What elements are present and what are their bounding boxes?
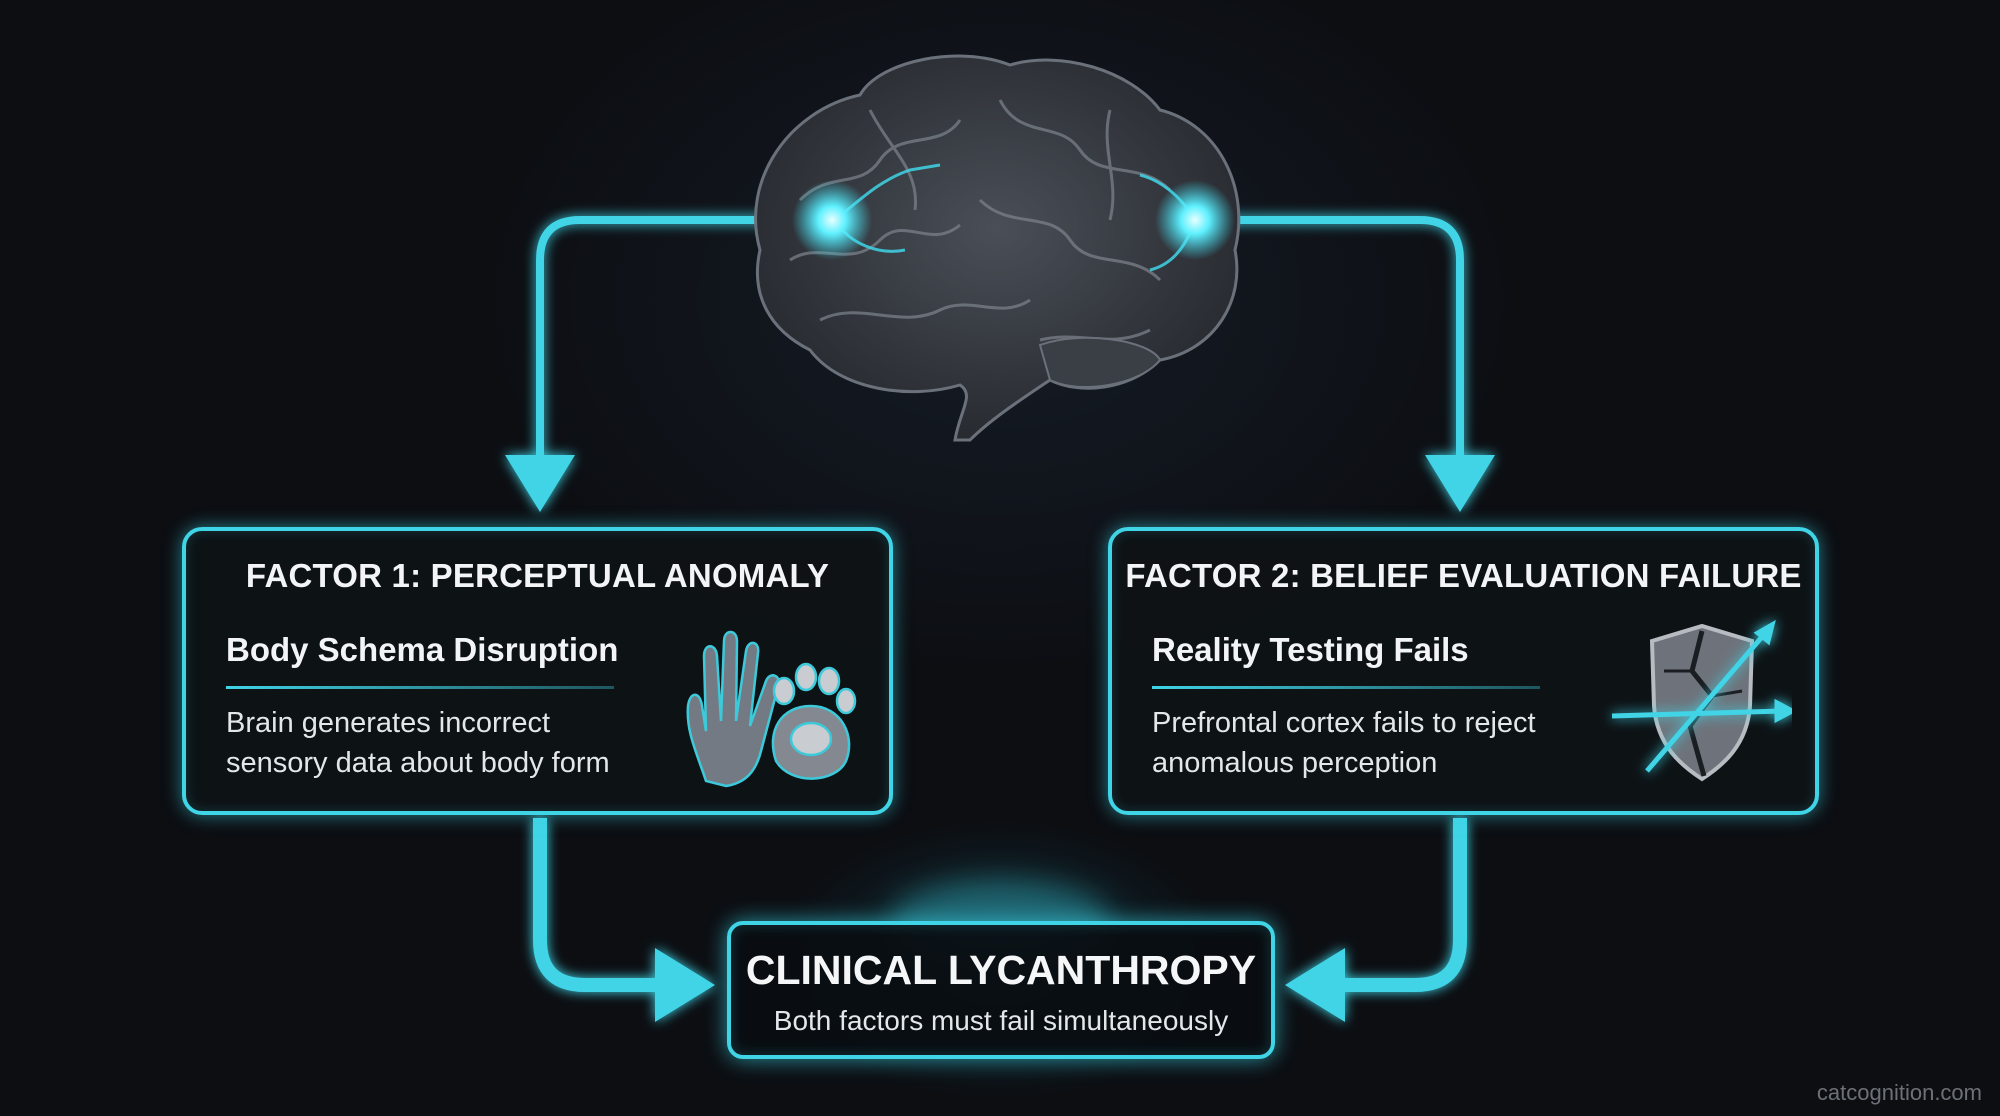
connector-factor2-to-result — [1285, 818, 1467, 1022]
connector-brain-to-factor1 — [505, 216, 830, 512]
result-card: CLINICAL LYCANTHROPY Both factors must f… — [727, 921, 1275, 1059]
connector-brain-to-factor2 — [1195, 216, 1495, 512]
factor1-description: Brain generates incorrect sensory data a… — [226, 707, 610, 779]
factor2-description: Prefrontal cortex fails to reject anomal… — [1152, 707, 1536, 779]
factor2-card: FACTOR 2: BELIEF EVALUATION FAILURE Real… — [1108, 527, 1819, 815]
brain-node-left — [792, 180, 872, 260]
factor2-title: FACTOR 2: BELIEF EVALUATION FAILURE — [1125, 557, 1802, 594]
connector-factor1-to-result — [533, 818, 715, 1022]
factor1-subtitle: Body Schema Disruption — [226, 631, 619, 668]
broken-shield-icon — [1592, 611, 1798, 791]
factor2-subtitle: Reality Testing Fails — [1152, 631, 1469, 668]
factor2-divider — [1152, 686, 1540, 689]
result-subtitle: Both factors must fail simultaneously — [773, 1005, 1229, 1036]
result-title: CLINICAL LYCANTHROPY — [745, 947, 1257, 993]
factor1-divider — [226, 686, 614, 689]
factor1-title: FACTOR 1: PERCEPTUAL ANOMALY — [245, 557, 830, 594]
brain-icon — [754, 54, 1241, 442]
hand-paw-icon — [666, 611, 866, 791]
brain-node-right — [1155, 180, 1235, 260]
watermark: catcognition.com — [1816, 1080, 1982, 1105]
factor1-card: FACTOR 1: PERCEPTUAL ANOMALY Body Schema… — [182, 527, 893, 815]
